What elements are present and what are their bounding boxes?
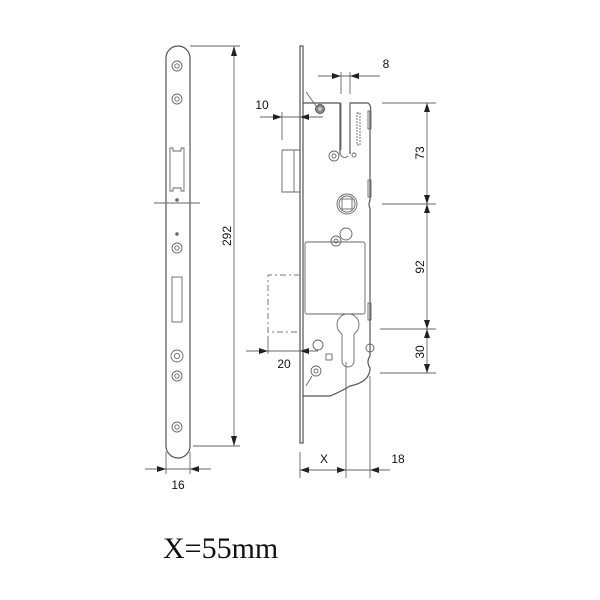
pivot-icon	[330, 235, 342, 247]
screw-icon	[310, 365, 322, 377]
dim-30-label: 30	[413, 345, 427, 359]
screw-icon	[171, 421, 183, 433]
dim-10-label: 10	[255, 98, 269, 112]
hole	[312, 339, 324, 351]
latch-slot	[169, 147, 185, 192]
dim-8-label: 8	[383, 57, 390, 71]
dim-16-label: 16	[171, 478, 185, 492]
dim-18-label: 18	[391, 452, 405, 466]
dim-x-label: X	[320, 452, 328, 466]
bolt-slot	[171, 276, 183, 323]
faceplate-edge	[299, 45, 304, 444]
euro-cylinder-hole	[336, 313, 360, 368]
faceplate-outline	[165, 45, 191, 459]
screw-icon	[170, 349, 184, 363]
dim-92-label: 92	[413, 260, 427, 274]
roller-icon	[315, 104, 325, 114]
screw-icon	[171, 60, 183, 72]
pivot-icon	[328, 150, 340, 162]
deadbolt-extended	[267, 274, 300, 333]
backset-caption: X=55mm	[163, 532, 279, 565]
lock-body-view: 8 10 73 92 30 20 X	[246, 45, 436, 478]
spindle-hub-icon	[336, 193, 358, 215]
dim-73-label: 73	[413, 146, 427, 160]
screw-icon	[171, 242, 183, 254]
deadbolt-block	[304, 241, 366, 315]
faceplate-view: 292 16	[145, 45, 240, 492]
dim-292-label: 292	[220, 226, 234, 246]
lock-body-outline	[303, 102, 372, 397]
screw-icon	[171, 370, 183, 382]
latch-bolt	[281, 149, 300, 193]
dim-20-label: 20	[277, 357, 291, 371]
screw-icon	[171, 93, 183, 105]
